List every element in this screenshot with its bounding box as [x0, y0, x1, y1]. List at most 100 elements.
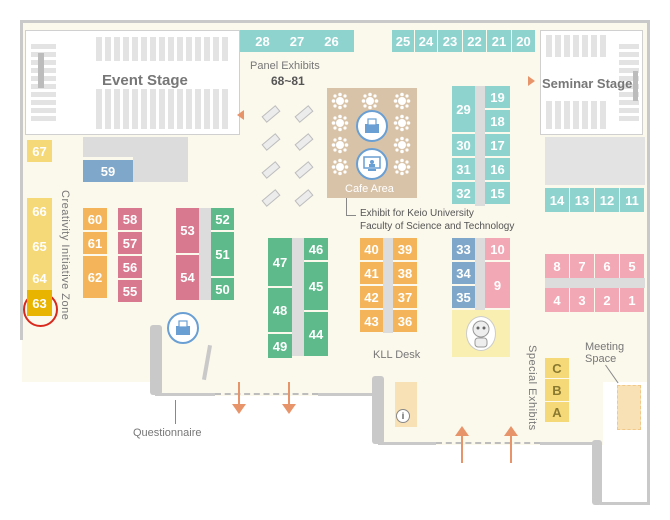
booth-63[interactable]: 63 [27, 290, 52, 316]
booth-45[interactable]: 45 [304, 262, 328, 310]
booth-41[interactable]: 41 [360, 262, 383, 284]
booth-9[interactable]: 9 [485, 262, 510, 308]
booth-17[interactable]: 17 [485, 134, 510, 156]
booth-19[interactable]: 19 [485, 86, 510, 108]
booth-c[interactable]: C [545, 358, 569, 378]
booth-25[interactable]: 25 [392, 30, 414, 52]
panel-exhibits-label: Panel Exhibits [250, 60, 320, 72]
booth-2[interactable]: 2 [595, 288, 619, 312]
meeting-space-label-2: Space [585, 353, 617, 365]
questionnaire-pointer [175, 400, 176, 424]
booth-49[interactable]: 49 [268, 334, 292, 358]
booth-51[interactable]: 51 [211, 232, 234, 276]
booth-44[interactable]: 44 [304, 312, 328, 356]
booth-47[interactable]: 47 [268, 238, 292, 286]
booth-61[interactable]: 61 [83, 232, 107, 254]
cafe-table [331, 114, 349, 132]
booth-59[interactable]: 59 [83, 160, 133, 182]
booth-62[interactable]: 62 [83, 256, 107, 298]
cafe-table [393, 158, 411, 176]
ballot-box-icon [167, 312, 199, 344]
booth-66[interactable]: 66 [27, 198, 52, 225]
booth-38[interactable]: 38 [393, 262, 417, 284]
booth-60[interactable]: 60 [83, 208, 107, 230]
meeting-space-label-1: Meeting [585, 341, 625, 353]
booth-18[interactable]: 18 [485, 110, 510, 132]
booth-46[interactable]: 46 [304, 238, 328, 260]
wall-bottom-right [600, 502, 650, 505]
seminar-stage-label: Seminar Stage [542, 76, 633, 91]
cafe-table [393, 92, 411, 110]
booth-50[interactable]: 50 [211, 278, 234, 300]
wall-pillar-mid [372, 376, 384, 444]
booth-6[interactable]: 6 [595, 254, 619, 278]
floor-area-lower-left [155, 380, 380, 396]
booth-22[interactable]: 22 [463, 30, 486, 52]
entrance-arrow-up-1 [455, 426, 469, 463]
booth-42[interactable]: 42 [360, 286, 383, 308]
booth-43[interactable]: 43 [360, 310, 383, 332]
robot-exhibit [452, 310, 510, 357]
booth-29[interactable]: 29 [452, 86, 475, 132]
booth-37[interactable]: 37 [393, 286, 417, 308]
event-stage [25, 30, 240, 135]
booth-4[interactable]: 4 [545, 288, 569, 312]
creativity-zone-label: Creativity Initiative Zone [59, 190, 71, 321]
booth-30[interactable]: 30 [452, 134, 475, 156]
keio-exhibit-label-1: Exhibit for Keio University [360, 208, 474, 219]
booth-27[interactable]: 27 [285, 30, 309, 52]
questionnaire-label: Questionnaire [133, 427, 202, 439]
grey-gap-53 [199, 208, 211, 300]
booth-b[interactable]: B [545, 379, 569, 401]
booth-23[interactable]: 23 [438, 30, 462, 52]
booth-36[interactable]: 36 [393, 310, 417, 332]
booth-26[interactable]: 26 [309, 30, 354, 52]
booth-20[interactable]: 20 [512, 30, 535, 52]
booth-a[interactable]: A [545, 402, 569, 422]
keio-exhibit-pointer-h [346, 215, 356, 216]
grey-gap-33 [475, 238, 485, 310]
booth-31[interactable]: 31 [452, 158, 475, 180]
wall-bottom-d [540, 442, 595, 445]
booth-65[interactable]: 65 [27, 227, 52, 266]
booth-39[interactable]: 39 [393, 238, 417, 260]
booth-35[interactable]: 35 [452, 286, 475, 308]
booth-67[interactable]: 67 [27, 140, 52, 162]
event-stage-label: Event Stage [102, 72, 188, 89]
booth-33[interactable]: 33 [452, 238, 475, 260]
booth-28[interactable]: 28 [240, 30, 285, 52]
grey-gap-29 [475, 86, 485, 206]
booth-58[interactable]: 58 [118, 208, 142, 230]
wall-left [20, 20, 23, 340]
booth-55[interactable]: 55 [118, 280, 142, 302]
door-left [215, 393, 318, 407]
booth-8[interactable]: 8 [545, 254, 569, 278]
booth-48[interactable]: 48 [268, 288, 292, 332]
booth-7[interactable]: 7 [570, 254, 594, 278]
wall-pillar-left [150, 325, 162, 395]
booth-54[interactable]: 54 [176, 255, 199, 300]
booth-16[interactable]: 16 [485, 158, 510, 180]
booth-10[interactable]: 10 [485, 238, 510, 260]
booth-57[interactable]: 57 [118, 232, 142, 254]
booth-40[interactable]: 40 [360, 238, 383, 260]
booth-21[interactable]: 21 [487, 30, 511, 52]
booth-11[interactable]: 11 [620, 188, 644, 212]
grey-gap-40 [383, 238, 393, 333]
booth-24[interactable]: 24 [415, 30, 437, 52]
booth-53[interactable]: 53 [176, 208, 199, 253]
booth-56[interactable]: 56 [118, 256, 142, 278]
booth-32[interactable]: 32 [452, 182, 475, 204]
booth-14[interactable]: 14 [545, 188, 569, 212]
booth-5[interactable]: 5 [620, 254, 644, 278]
booth-3[interactable]: 3 [570, 288, 594, 312]
booth-52[interactable]: 52 [211, 208, 234, 230]
booth-1[interactable]: 1 [620, 288, 644, 312]
booth-15[interactable]: 15 [485, 182, 510, 204]
grey-bar-left [83, 137, 188, 157]
booth-64[interactable]: 64 [27, 268, 52, 288]
booth-13[interactable]: 13 [570, 188, 594, 212]
booth-34[interactable]: 34 [452, 262, 475, 284]
booth-12[interactable]: 12 [595, 188, 619, 212]
